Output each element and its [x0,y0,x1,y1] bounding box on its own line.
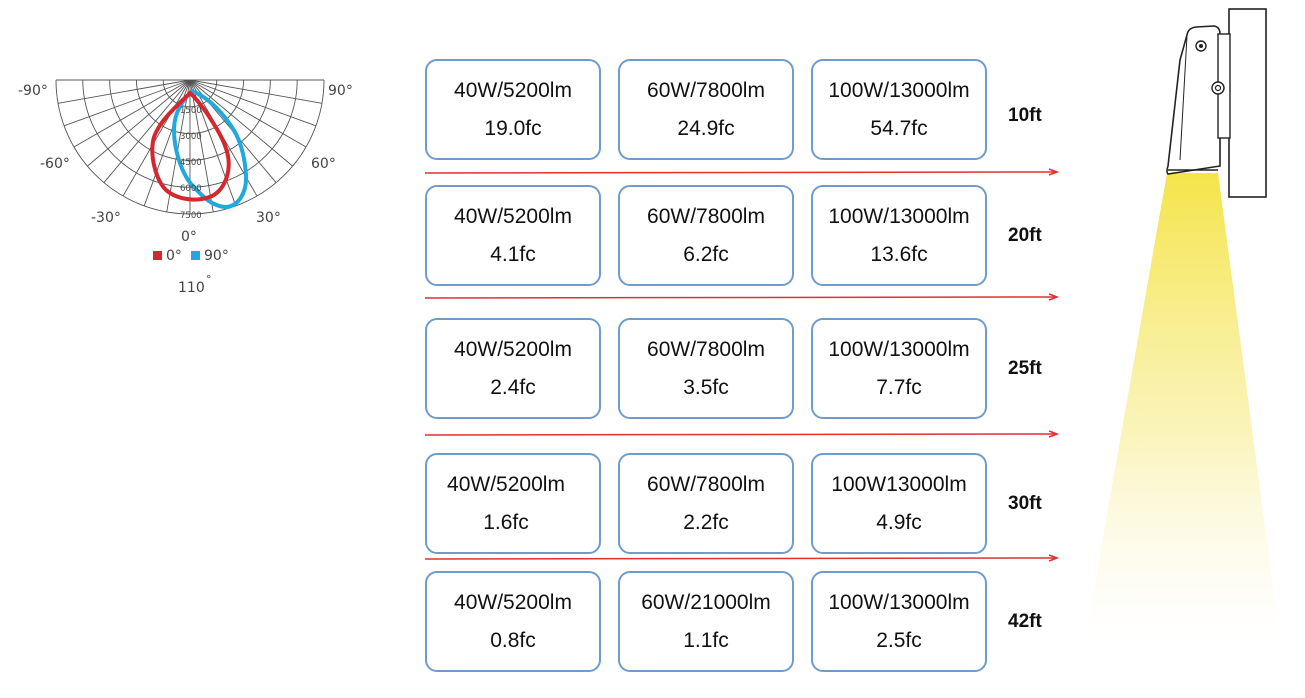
fixture-card-100w: 100W/13000lm 13.6fc [811,185,987,286]
card-illuminance: 0.8fc [490,628,536,652]
card-illuminance: 3.5fc [683,375,729,399]
polar-spoke [189,79,323,104]
card-power: 60W/7800lm [647,337,765,361]
fixture-card-40w: 40W/5200lm 19.0fc [425,59,601,160]
angle-label: -30° [91,210,121,226]
radial-label: 6000 [180,184,202,194]
card-illuminance: 1.6fc [483,510,529,534]
polar-spoke [57,79,191,104]
card-illuminance: 13.6fc [870,242,928,266]
card-illuminance: 4.1fc [490,242,536,266]
card-power: 40W/5200lm [454,590,572,614]
curve-90-degree [171,88,249,210]
angle-label: 30° [256,210,281,226]
card-illuminance: 7.7fc [876,375,922,399]
radial-label: 4500 [180,158,202,168]
polar-light-distribution-chart: -90° 90° -60° 60° -30° 30° 0° 1500 3000 … [18,79,353,296]
divider-arrow [425,430,1060,438]
card-illuminance: 54.7fc [870,116,928,140]
fixture-card-40w: 40W/5200lm 1.6fc [425,453,601,554]
card-illuminance: 6.2fc [683,242,729,266]
mounting-height-label: 30ft [1008,493,1042,514]
card-power: 100W/13000lm [828,590,970,614]
radial-label: 1500 [180,106,202,116]
curve-0-degree [150,90,231,202]
angle-label: 0° [181,229,197,245]
fixture-card-40w: 40W/5200lm 4.1fc [425,185,601,286]
card-power: 60W/7800lm [647,78,765,102]
card-illuminance: 2.4fc [490,375,536,399]
angle-label: -60° [40,156,70,172]
card-power: 100W13000lm [831,472,967,496]
fixture-card-60w: 60W/7800lm 2.2fc [618,453,794,554]
polar-spoke [122,79,191,197]
legend-label-0: 0° [166,248,182,264]
legend-swatch-0 [153,251,162,260]
card-illuminance: 2.2fc [683,510,729,534]
wall-plate [1228,8,1267,198]
card-illuminance: 24.9fc [677,116,735,140]
polar-spoke [189,79,307,148]
card-power: 100W/13000lm [828,204,970,228]
fixture-card-100w: 100W/13000lm 2.5fc [811,571,987,672]
fixture-card-60w: 60W/7800lm 3.5fc [618,318,794,419]
card-power: 100W/13000lm [828,78,970,102]
polar-spoke [87,79,191,167]
polar-spoke [189,79,293,167]
card-power: 40W/5200lm [454,204,572,228]
card-illuminance: 19.0fc [484,116,542,140]
polar-spoke [73,79,191,148]
fixture-card-40w: 40W/5200lm 0.8fc [425,571,601,672]
fixture-card-100w: 100W/13000lm 54.7fc [811,59,987,160]
fixture-card-60w: 60W/7800lm 24.9fc [618,59,794,160]
divider-arrow [425,168,1060,176]
divider-arrow [425,554,1060,562]
fixture-card-100w: 100W13000lm 4.9fc [811,453,987,554]
fixture-housing [1166,25,1221,175]
card-power: 40W/5200lm [447,472,565,496]
polar-spoke [63,79,191,127]
mounting-height-label: 25ft [1008,358,1042,379]
card-power: 60W/7800lm [647,472,765,496]
pivot-knob [1211,81,1225,95]
beam-angle-unit: ° [206,273,212,286]
polar-spoke [166,79,191,213]
polar-spoke [189,79,317,127]
wall-mounted-flood-light-icon [1085,8,1280,640]
card-power: 100W/13000lm [828,337,970,361]
card-power: 40W/5200lm [454,337,572,361]
angle-label: 60° [311,156,336,172]
fixture-card-40w: 40W/5200lm 2.4fc [425,318,601,419]
fixture-card-60w: 60W/7800lm 6.2fc [618,185,794,286]
fixture-card-60w: 60W/21000lm 1.1fc [618,571,794,672]
divider-arrow [425,293,1060,301]
fixture-card-100w: 100W/13000lm 7.7fc [811,318,987,419]
beam-angle-value: 110 [178,280,205,296]
mounting-height-label: 20ft [1008,225,1042,246]
angle-label: 90° [328,83,353,99]
radial-label: 3000 [180,132,202,142]
polar-spoke [189,79,214,213]
polar-spoke [103,79,191,183]
legend-swatch-90 [191,251,200,260]
card-power: 60W/7800lm [647,204,765,228]
legend-label-90: 90° [204,248,229,264]
angle-label: -90° [18,83,48,99]
card-illuminance: 2.5fc [876,628,922,652]
polar-grid [55,79,325,215]
mounting-height-label: 10ft [1008,105,1042,126]
card-illuminance: 4.9fc [876,510,922,534]
card-power: 40W/5200lm [454,78,572,102]
light-beam [1085,173,1280,640]
mounting-height-label: 42ft [1008,611,1042,632]
radial-label: 7500 [180,211,202,221]
card-illuminance: 1.1fc [683,628,729,652]
fixture-knob [1195,40,1207,52]
card-power: 60W/21000lm [641,590,771,614]
